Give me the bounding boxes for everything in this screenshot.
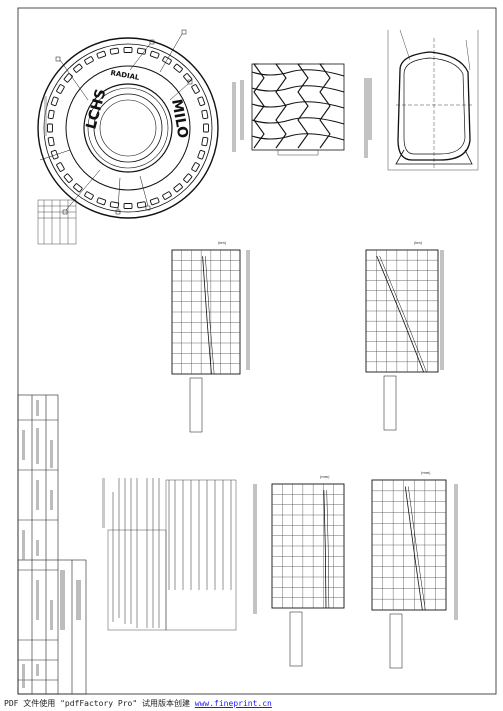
pdf-footer: PDF 文件使用 "pdfFactory Pro" 试用版本创建 www.fin…: [4, 698, 272, 709]
tire-lug: [47, 136, 55, 147]
chart-curve: [404, 486, 423, 611]
footer-text: PDF 文件使用 "pdfFactory Pro" 试用版本创建: [4, 699, 195, 708]
tire-lug: [197, 96, 206, 107]
tread-groove: [318, 63, 331, 149]
chart-units: (mm): [320, 475, 330, 479]
tire-lug: [183, 173, 193, 183]
tire-lug: [201, 136, 209, 147]
chart-curve: [326, 490, 330, 609]
chart-captions: [232, 78, 458, 620]
chart-legend: [383, 375, 397, 431]
chart-deflection: (mm): [271, 475, 345, 667]
chart-units: (km): [414, 241, 423, 245]
tire-lug: [96, 197, 107, 206]
chart-curve: [202, 256, 212, 375]
tire-lug: [162, 56, 172, 65]
brand-left-text: LCHS: [83, 87, 109, 131]
tire-lug: [84, 56, 94, 65]
tire-lug: [136, 201, 147, 209]
tread-sipe: [251, 101, 345, 109]
chart-load-speed: (km): [171, 241, 241, 433]
tire-lug: [162, 191, 172, 200]
tire-lug: [47, 109, 55, 120]
tread-groove: [252, 63, 265, 149]
radial-text: RADIAL: [110, 69, 141, 82]
tire-lug: [203, 123, 209, 133]
tire-lug: [123, 203, 133, 209]
chart-legend: [289, 611, 303, 667]
spec-table: [107, 479, 237, 631]
tire-lug: [109, 201, 120, 209]
tire-lug: [84, 191, 94, 200]
tread-sipe: [251, 69, 345, 77]
spec-notes: [102, 478, 232, 628]
tire-lug: [47, 123, 53, 133]
tread-groove: [274, 63, 287, 149]
tire-lug: [63, 173, 73, 183]
tire-lug: [63, 73, 73, 83]
tire-lug: [73, 63, 83, 73]
tread-sipe: [251, 117, 345, 125]
tire-lug: [96, 50, 107, 59]
tire-lug: [50, 149, 59, 160]
tire-lug: [73, 183, 83, 193]
tire-lug: [173, 63, 183, 73]
tread-groove: [296, 63, 309, 149]
tire-lug: [191, 162, 200, 172]
chart-legend: [189, 377, 203, 433]
chart-radius: (mm): [371, 471, 447, 669]
tread-sipe: [251, 85, 345, 93]
chart-units: (mm): [421, 471, 431, 475]
tire-lug: [149, 50, 160, 59]
title-block-text: [22, 400, 81, 688]
footer-link[interactable]: www.fineprint.cn: [194, 699, 272, 708]
chart-units: (km): [218, 241, 227, 245]
tread-pattern: [240, 63, 345, 156]
tread-sipe: [251, 133, 345, 141]
tire-lug: [136, 47, 147, 55]
brand-right-text: MILO: [168, 98, 191, 140]
tire-lug: [173, 183, 183, 193]
sheet-border: [17, 7, 497, 695]
tire-lug: [197, 149, 206, 160]
tire-cross-section: [368, 29, 479, 171]
tire-lug: [149, 197, 160, 206]
tire-lug: [50, 96, 59, 107]
tire-lug: [123, 47, 133, 53]
tire-lug: [56, 162, 65, 172]
chart-curve: [205, 256, 215, 375]
chart-curve: [408, 486, 426, 611]
chart-curve: [379, 256, 427, 373]
chart-curve: [323, 490, 327, 609]
tire-lug: [56, 84, 65, 94]
chart-pressure: (km): [365, 241, 439, 431]
tire-lug: [109, 47, 120, 55]
chart-legend: [389, 613, 403, 669]
chart-curve: [376, 255, 424, 373]
tire-lug: [201, 109, 209, 120]
title-block: [17, 394, 87, 695]
spec-small-table: [37, 199, 77, 245]
tire-side-view: LCHS MILO RADIAL: [37, 29, 219, 219]
tire-lug: [191, 84, 200, 94]
